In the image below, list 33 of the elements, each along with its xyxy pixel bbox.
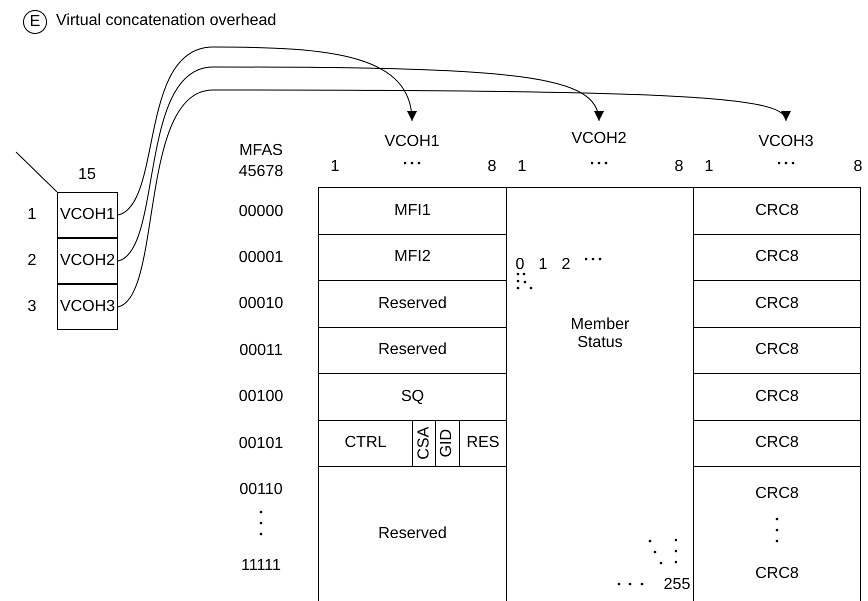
label-text: 00101 [238, 435, 284, 453]
cell-text: CRC8 [755, 434, 799, 452]
label-text: 3 [28, 298, 36, 316]
cell-text: RES [466, 434, 500, 452]
cell-text: CRC8 [755, 484, 799, 503]
cell-text: CRC8 [755, 388, 799, 406]
cell-text: VCOH3 [60, 298, 116, 316]
cell-text: SQ [400, 388, 424, 406]
cell-text: Member Status [570, 316, 630, 353]
cell-text: VCOH2 [60, 252, 116, 270]
label-text: 1 [28, 206, 36, 224]
cell-text: GID [438, 429, 456, 458]
label-text: 2 [28, 252, 36, 270]
table-cell [57, 192, 118, 238]
diagram-title: Virtual concatenation overhead [56, 12, 276, 30]
cell-text: CRC8 [755, 565, 799, 584]
table-cell [57, 284, 118, 330]
cell-text: Reserved [378, 341, 447, 360]
cell-text: CRC8 [755, 341, 799, 360]
label-text: 00011 [239, 342, 283, 360]
label-text: 11111 [241, 557, 281, 575]
label-text: 00110 [239, 481, 283, 499]
table-cell [57, 238, 118, 284]
circle-marker [23, 10, 47, 34]
cell-text: VCOH1 [60, 206, 116, 224]
label-text: 8 [854, 158, 862, 176]
label-text: 00100 [238, 388, 284, 406]
cell-text: CTRL [344, 434, 386, 452]
cell-text: Reserved [378, 524, 447, 544]
label-text: 15 [78, 166, 96, 184]
label-text: 255 [664, 576, 690, 594]
cell-text: E [30, 12, 40, 32]
cell-text: CSA [414, 426, 433, 460]
